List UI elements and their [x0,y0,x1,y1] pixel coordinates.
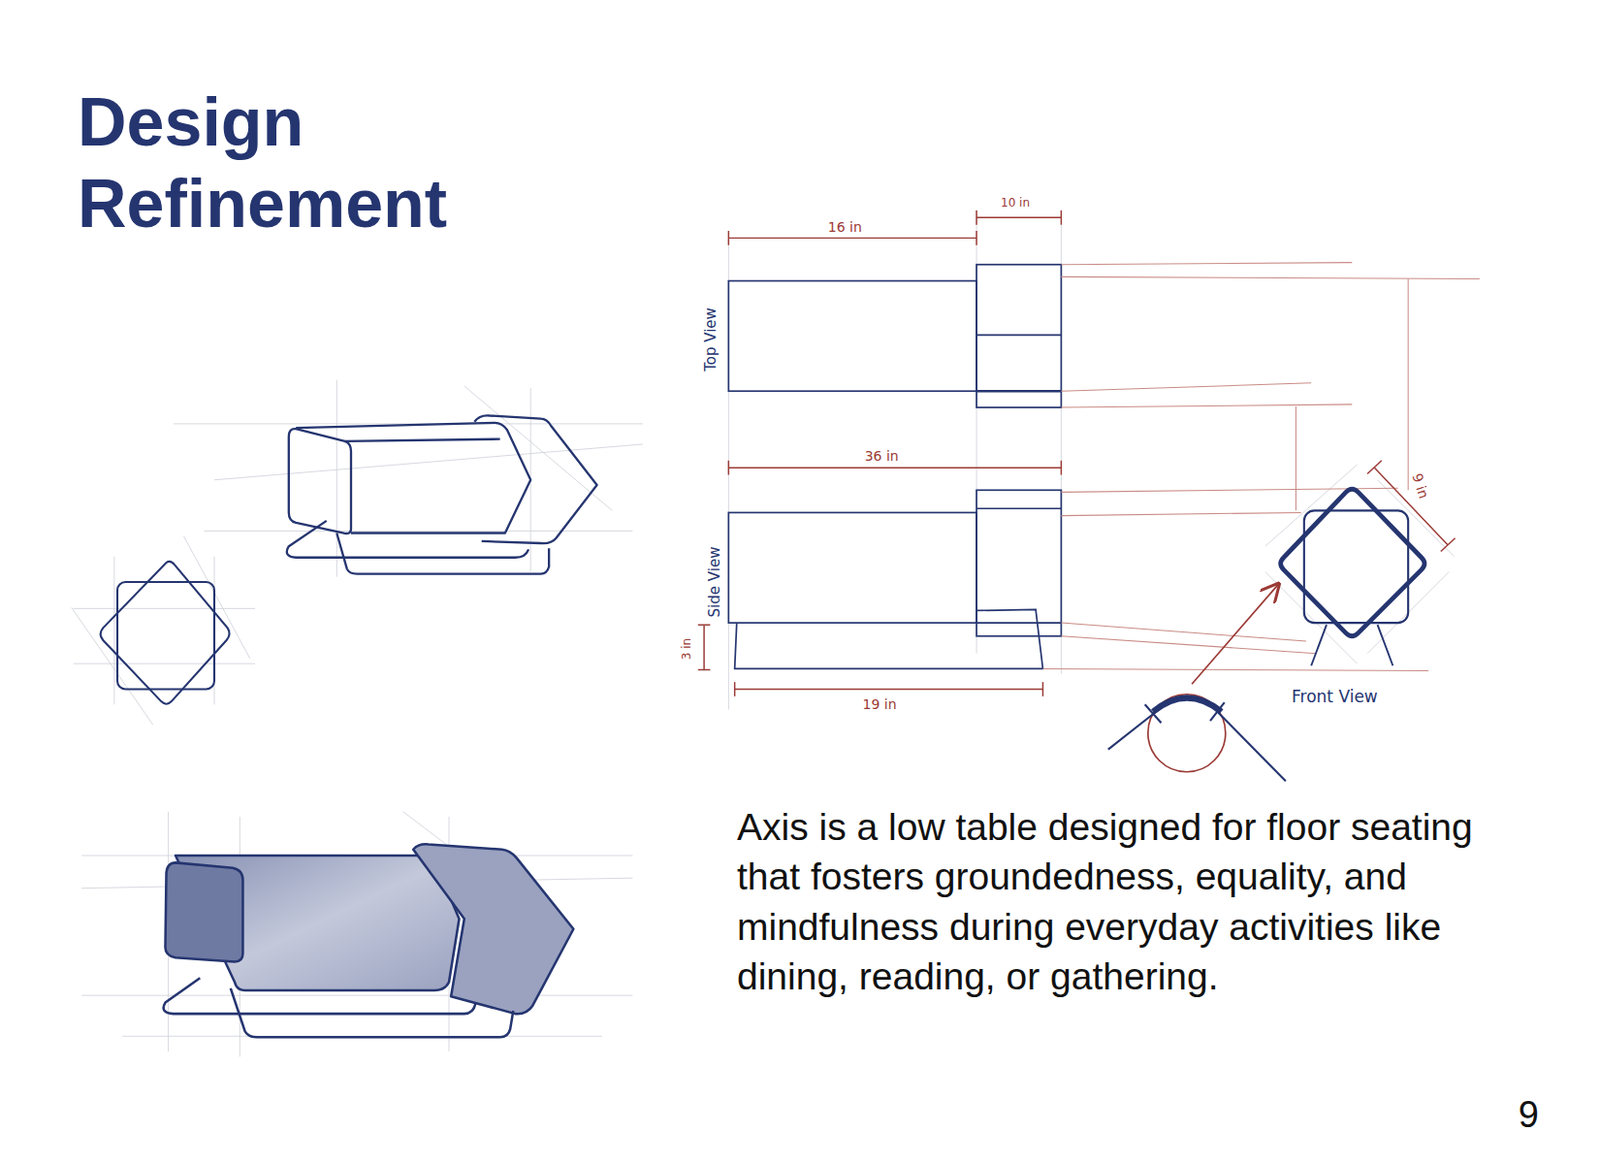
projection-lines [1042,262,1479,672]
description-caption: Axis is a low table designed for floor s… [736,801,1474,1002]
view-label: Side View [706,545,722,617]
view-label: Top View [704,308,719,373]
perspective-sketch [287,415,598,574]
shaded-sketch [163,843,575,1037]
dimension-label: 3 in [680,638,693,660]
dimension-label: 16 in [828,220,863,234]
front-sketch [100,561,230,704]
dimension-label: 9 in [1409,471,1431,500]
dimension-label: 19 in [863,697,897,711]
page-number: 9 [1518,1095,1539,1133]
orthographic-views [728,264,1061,670]
dimension-label: 36 in [864,448,899,463]
view-label: Front View [1291,687,1378,704]
corner-detail [1108,583,1286,781]
page-title: Design Refinement [77,81,582,245]
dimension-lines [698,210,1456,697]
dimension-label: 10 in [1000,196,1030,209]
front-view [1280,488,1425,666]
